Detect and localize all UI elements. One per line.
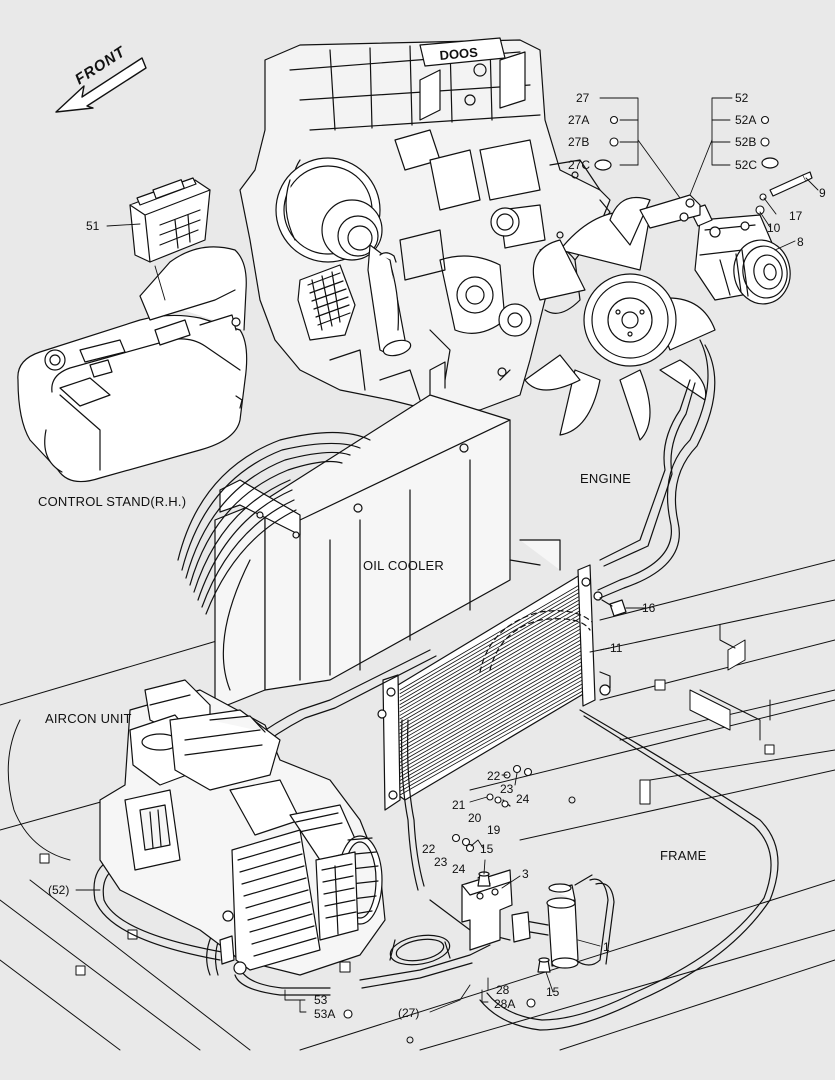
bolt-15-upper	[477, 871, 491, 887]
callout-8: 8	[797, 235, 804, 249]
engine-label: ENGINE	[580, 471, 632, 486]
condenser	[377, 564, 611, 811]
callout-52B: 52B	[735, 135, 757, 149]
bolt-15-lower	[537, 957, 551, 973]
frame-outline	[0, 559, 835, 1051]
callout-53: 53	[314, 993, 328, 1007]
switch-panel	[129, 177, 211, 263]
o-rings-19-21	[486, 793, 511, 808]
engine-plate: DOOS	[419, 37, 506, 67]
o-ring-27A	[609, 115, 619, 125]
callout-53A: 53A	[314, 1007, 336, 1021]
o-ring-53A	[343, 1009, 353, 1019]
callout-3: 3	[522, 867, 529, 881]
callout-52C: 52C	[735, 158, 758, 172]
callout-27A: 27A	[568, 113, 590, 127]
cap-52C	[761, 157, 779, 169]
cap-27C	[594, 159, 612, 171]
callout-27C: 27C	[568, 158, 591, 172]
callout-24-upper: 24	[516, 792, 530, 806]
callout-20: 20	[468, 811, 482, 825]
filter-block	[297, 264, 356, 341]
hose-clamp-27	[389, 934, 451, 966]
callout-27: 27	[576, 91, 590, 105]
callout-15-lower: 15	[546, 985, 560, 999]
radiator-fan	[177, 431, 371, 615]
o-ring-28A	[526, 998, 536, 1008]
callout-51: 51	[86, 219, 100, 233]
callout-52A: 52A	[735, 113, 757, 127]
oil-cooler-label: OIL COOLER	[363, 558, 444, 573]
bolt-16	[601, 599, 627, 617]
callout-10: 10	[767, 221, 781, 235]
callout-17: 17	[789, 209, 803, 223]
callout-24-lower: 24	[452, 862, 466, 876]
aircon-unit-label: AIRCON UNIT	[45, 711, 132, 726]
o-rings-22-24-upper	[503, 764, 533, 779]
callout-23-lower: 23	[434, 855, 448, 869]
callout-28: 28	[496, 983, 510, 997]
callout-52-ref: (52)	[48, 883, 70, 897]
callout-23-upper: 23	[500, 782, 514, 796]
o-rings-22-24-lower	[451, 833, 475, 853]
callout-9: 9	[819, 186, 826, 200]
callout-22-upper: 22	[487, 769, 501, 783]
aircon-unit	[99, 679, 386, 976]
callout-19: 19	[487, 823, 501, 837]
callout-27B: 27B	[568, 135, 590, 149]
callout-52: 52	[735, 91, 749, 105]
bolt-9	[769, 171, 813, 197]
washer-10	[755, 205, 765, 215]
engine-plate-text: DOOS	[439, 45, 479, 63]
callout-15-upper: 15	[480, 842, 494, 856]
receiver-drier	[511, 874, 593, 969]
callout-16: 16	[642, 601, 656, 615]
callout-27-ref: (27)	[398, 1006, 420, 1020]
callout-22-lower: 22	[422, 842, 436, 856]
front-arrow-icon	[55, 57, 147, 113]
callout-1: 1	[603, 940, 610, 954]
compressor-fitting	[639, 194, 701, 229]
leader-lines	[75, 97, 819, 1013]
o-ring-27B	[609, 137, 619, 147]
turbocharger	[275, 157, 412, 357]
callout-11: 11	[610, 641, 623, 655]
frame-label: FRAME	[660, 848, 707, 863]
callout-21: 21	[452, 798, 466, 812]
oil-cooler	[214, 361, 561, 711]
control-stand	[17, 246, 248, 483]
control-stand-label: CONTROL STAND(R.H.)	[38, 494, 187, 509]
bracket-3	[461, 869, 513, 951]
o-ring-52A	[760, 115, 770, 125]
ac-compressor	[689, 204, 791, 305]
callout-28A: 28A	[494, 997, 516, 1011]
o-ring-52B	[760, 137, 770, 147]
